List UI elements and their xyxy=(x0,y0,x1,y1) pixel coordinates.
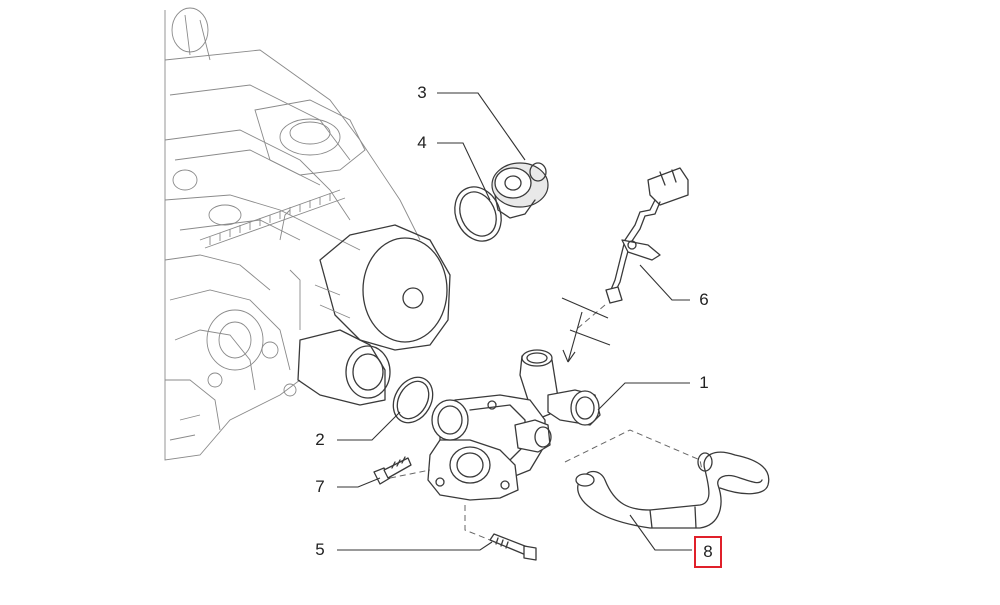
callout-1: 1 xyxy=(699,373,709,392)
temperature-sensor-part-6 xyxy=(605,167,689,304)
callout-3: 3 xyxy=(417,83,427,102)
callout-4: 4 xyxy=(417,133,427,152)
callout-8-highlighted[interactable]: 8 xyxy=(694,536,722,568)
o-ring-part-2 xyxy=(392,376,434,424)
short-bolt-part-7 xyxy=(373,456,412,485)
engine-block xyxy=(164,7,451,461)
thermostat-housing-part-1 xyxy=(427,349,601,501)
long-bolt-part-5 xyxy=(489,533,537,561)
seal-ring-part-4 xyxy=(454,186,502,242)
thermostat-part-3 xyxy=(491,162,549,219)
hose-part-8 xyxy=(575,451,770,529)
alignment-lines xyxy=(389,304,703,541)
callout-6: 6 xyxy=(699,290,709,309)
leader-lines xyxy=(337,92,692,551)
callout-2: 2 xyxy=(315,430,325,449)
break-marks xyxy=(561,297,611,363)
callout-5: 5 xyxy=(315,540,325,559)
callout-7: 7 xyxy=(315,477,325,496)
